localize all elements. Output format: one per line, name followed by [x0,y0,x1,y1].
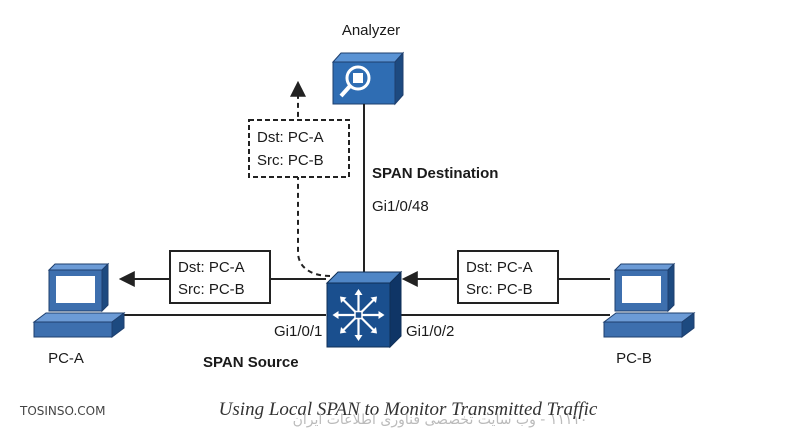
frame-from-pc-b-dst: Dst: PC-A [466,259,533,276]
pc-b-label: PC-B [616,350,652,367]
analyzer-label: Analyzer [342,22,400,39]
mirrored-frame-dst: Dst: PC-A [257,129,324,146]
frame-to-pc-a-dst: Dst: PC-A [178,259,245,276]
port-gi1-0-2: Gi1/0/2 [406,323,454,340]
span-source-label: SPAN Source [203,354,299,371]
span-destination-label: SPAN Destination [372,165,498,182]
frame-from-pc-b-src: Src: PC-B [466,281,533,298]
figure-caption: Using Local SPAN to Monitor Transmitted … [219,399,598,420]
mirrored-frame-box: Dst: PC-A Src: PC-B [248,119,350,178]
port-gi1-0-1: Gi1/0/1 [274,323,322,340]
frame-box-to-pc-a: Dst: PC-A Src: PC-B [169,250,271,304]
pc-a-label: PC-A [48,350,84,367]
multilayer-switch-icon [325,270,403,349]
mirrored-frame-src: Src: PC-B [257,152,324,169]
watermark-site: TOSINSO.COM [19,404,105,418]
watermark-overlay: ۱۱۱۱۰ - وب سایت تخصصی فناوری اطلاعات ایر… [293,412,588,428]
pc-a-icon [32,262,126,338]
pc-b-icon [602,262,696,338]
frame-to-pc-a-src: Src: PC-B [178,281,245,298]
analyzer-icon [331,51,405,106]
mirrored-traffic-arrow [290,80,331,277]
span-destination-port: Gi1/0/48 [372,198,429,215]
frame-box-from-pc-b: Dst: PC-A Src: PC-B [457,250,559,304]
